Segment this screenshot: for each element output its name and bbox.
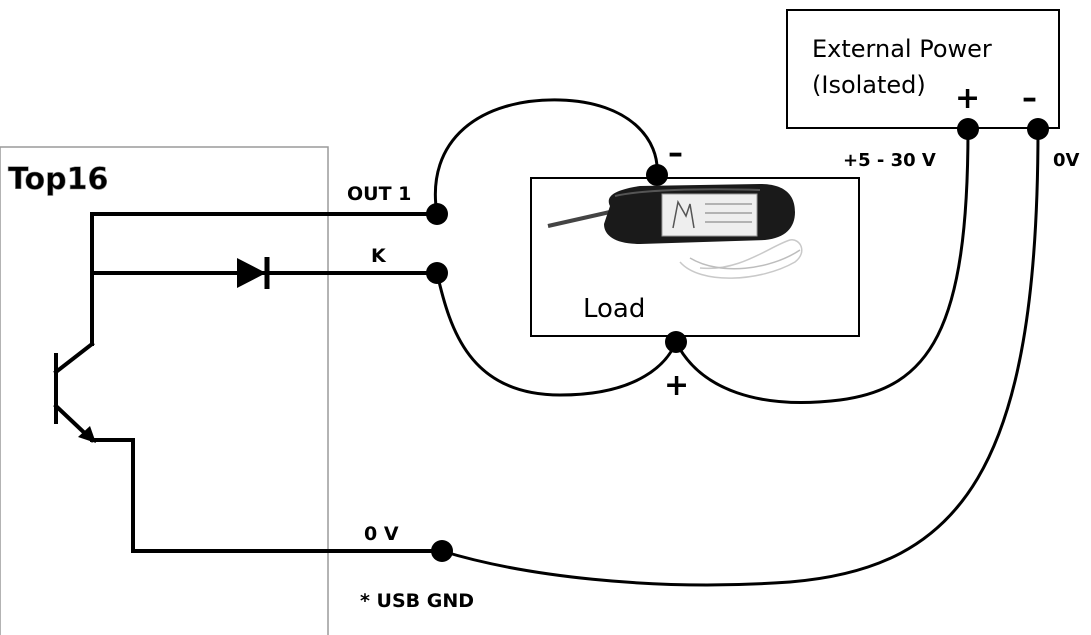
diode-symbol bbox=[237, 257, 270, 289]
terminal-load-plus bbox=[665, 331, 687, 353]
load-plus-symbol: + bbox=[664, 368, 689, 403]
label-0v: 0 V bbox=[364, 523, 399, 545]
power-plus-symbol: + bbox=[955, 81, 980, 116]
power-voltage-range: +5 - 30 V bbox=[843, 150, 936, 171]
board-outline bbox=[0, 146, 329, 635]
power-title-line2: (Isolated) bbox=[812, 71, 926, 99]
solenoid-valve-icon bbox=[547, 184, 803, 279]
load-minus-symbol: – bbox=[668, 136, 683, 171]
emitter-ground-wire bbox=[90, 438, 444, 553]
transistor-collector-leg bbox=[53, 341, 95, 375]
load-label: Load bbox=[583, 294, 645, 324]
terminal-load-minus bbox=[646, 164, 668, 186]
board-title: Top16 bbox=[8, 162, 108, 197]
external-wiring bbox=[433, 98, 1040, 587]
terminal-0v bbox=[431, 540, 453, 562]
terminal-k bbox=[426, 262, 448, 284]
label-k: K bbox=[371, 245, 387, 267]
power-zero-label: 0V bbox=[1053, 150, 1080, 171]
power-box bbox=[786, 9, 1060, 129]
wire-0v-to-power-minus bbox=[441, 128, 1040, 587]
wire-out1-to-load-minus bbox=[433, 98, 659, 215]
power-minus-symbol: – bbox=[1022, 81, 1037, 116]
wire-k-to-load-plus bbox=[435, 272, 678, 397]
terminal-dots bbox=[426, 118, 1049, 562]
label-out1: OUT 1 bbox=[347, 183, 411, 205]
label-usb-gnd: * USB GND bbox=[360, 590, 474, 612]
terminal-out1 bbox=[426, 203, 448, 225]
power-title-line1: External Power bbox=[812, 35, 992, 63]
transistor-emitter-arrow bbox=[78, 426, 96, 443]
wire-load-plus-to-power-plus bbox=[674, 128, 970, 404]
load-box bbox=[530, 177, 860, 337]
